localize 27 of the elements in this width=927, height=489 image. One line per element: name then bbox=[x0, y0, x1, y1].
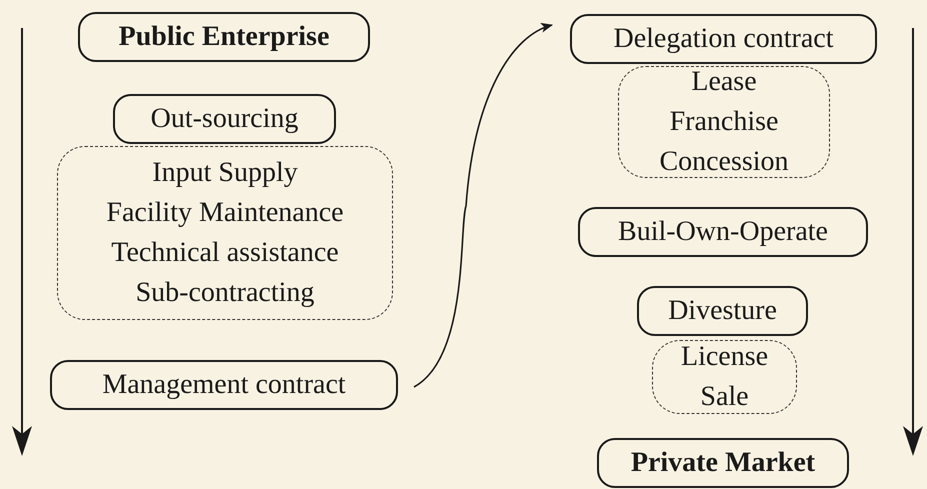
node-label: Input Supply bbox=[152, 156, 298, 190]
endpoint-box bbox=[78, 12, 370, 62]
node-label: Sale bbox=[700, 380, 749, 414]
sublist-box bbox=[57, 146, 393, 320]
node-label: Franchise bbox=[670, 105, 778, 139]
node-label: Buil-Own-Operate bbox=[618, 215, 828, 249]
category-box bbox=[578, 207, 868, 257]
category-box bbox=[50, 360, 398, 410]
node-label: Management contract bbox=[102, 368, 346, 402]
node-label: License bbox=[680, 340, 768, 374]
category-box bbox=[570, 14, 877, 64]
node-label: Delegation contract bbox=[613, 22, 834, 56]
node-label: Concession bbox=[659, 145, 789, 179]
sublist-box bbox=[652, 340, 797, 414]
node-label: Divesture bbox=[668, 294, 777, 328]
category-box bbox=[113, 94, 336, 144]
category-box bbox=[637, 286, 808, 336]
node-label: Private Market bbox=[630, 446, 816, 480]
sublist-box bbox=[618, 66, 830, 178]
node-label: Sub-contracting bbox=[136, 276, 314, 310]
node-label: Facility Maintenance bbox=[106, 196, 344, 230]
node-label: Out-sourcing bbox=[150, 102, 298, 136]
node-label: Lease bbox=[691, 65, 757, 99]
curved-arrow bbox=[414, 24, 553, 388]
node-label: Technical assistance bbox=[111, 236, 339, 270]
node-label: Public Enterprise bbox=[118, 20, 330, 54]
endpoint-box bbox=[597, 438, 849, 488]
